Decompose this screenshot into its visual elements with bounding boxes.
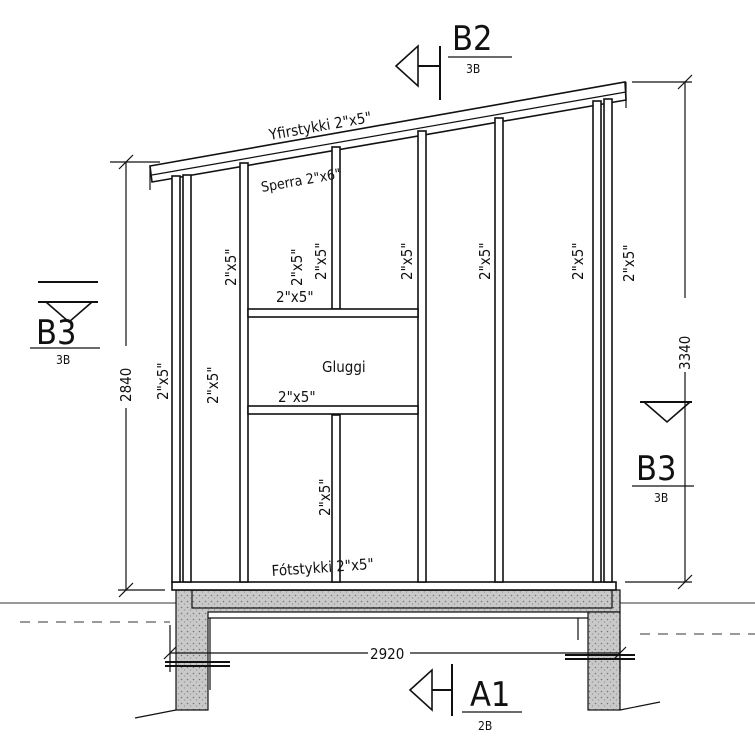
window-opening <box>247 308 419 415</box>
stud-label: 2"x5" <box>204 366 222 404</box>
section-b2-sheet: 3B <box>466 62 480 76</box>
stud-label: 2"x5" <box>620 244 638 282</box>
dimension-width-value: 2920 <box>370 645 404 663</box>
window-label: Gluggi <box>322 358 366 376</box>
bottom-plate-label: Fótstykki 2"x5" <box>271 555 374 580</box>
section-b3-left-letter: B3 <box>36 313 76 353</box>
window-header-label: 2"x5" <box>276 288 314 306</box>
rafter-label: Sperra 2"x6" <box>260 166 342 196</box>
section-marker-a1 <box>408 664 522 716</box>
stud-label: 2"x5" <box>154 362 172 400</box>
stud-label: 2"x5" <box>316 478 334 516</box>
stud-label: 2"x5" <box>288 248 306 286</box>
dimension-right-height <box>625 74 693 590</box>
window-sill-label: 2"x5" <box>278 388 316 406</box>
dimension-left-height-value: 2840 <box>117 368 135 402</box>
studs <box>171 98 613 583</box>
stud-label: 2"x5" <box>222 248 240 286</box>
section-marker-b2 <box>394 44 512 100</box>
stud-label: 2"x5" <box>312 242 330 280</box>
section-b3-right-letter: B3 <box>636 449 676 489</box>
bottom-plate <box>171 581 617 591</box>
stud-label: 2"x5" <box>476 242 494 280</box>
section-a1-letter: A1 <box>470 675 510 715</box>
dimension-right-height-value: 3340 <box>676 336 694 370</box>
stud-label: 2"x5" <box>569 242 587 280</box>
rafter <box>149 81 627 190</box>
section-b2-letter: B2 <box>452 19 492 59</box>
section-b3-right-sheet: 3B <box>654 491 668 505</box>
stud-label: 2"x5" <box>398 242 416 280</box>
section-marker-b3-left <box>30 281 100 349</box>
dimension-width <box>163 625 627 672</box>
section-a1-sheet: 2B <box>478 719 492 733</box>
foundation-piers <box>134 589 661 719</box>
section-marker-b3-right <box>632 401 694 487</box>
section-b3-left-sheet: 3B <box>56 353 70 367</box>
dimension-left-height <box>110 154 165 598</box>
